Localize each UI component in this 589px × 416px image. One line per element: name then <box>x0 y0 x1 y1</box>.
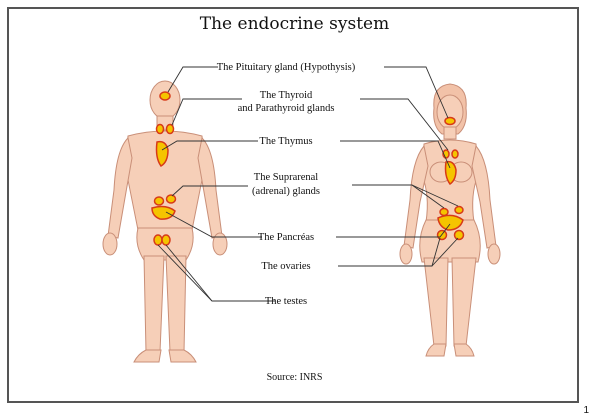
male-left-leg <box>144 256 164 352</box>
female-thyroid-right <box>452 150 458 158</box>
female-right-hand <box>488 244 500 264</box>
label-pituitary-gland: The Pituitary gland (Hypothysis) <box>170 61 402 74</box>
female-adrenal-right <box>455 207 463 214</box>
label-thyroid-line1: The Thyroid <box>170 89 402 102</box>
male-right-foot <box>169 350 196 362</box>
female-pituitary-gland <box>445 118 455 125</box>
female-neck <box>444 127 456 139</box>
female-left-foot <box>426 344 446 356</box>
label-thyroid-line2: and Parathyroid glands <box>170 102 402 115</box>
male-testis-left <box>154 235 162 245</box>
female-right-foot <box>454 344 474 356</box>
male-left-foot <box>134 350 161 362</box>
page-number: 1 <box>583 405 589 416</box>
diagram-title: The endocrine system <box>0 14 589 34</box>
male-thyroid-right <box>167 125 174 134</box>
male-pancreas <box>152 207 175 220</box>
female-ovary-right <box>455 231 464 240</box>
source-caption: Source: INRS <box>0 372 589 383</box>
label-ovaries: The ovaries <box>170 260 402 273</box>
female-right-leg <box>452 258 476 346</box>
label-suprarenal-line2: (adrenal) glands <box>170 185 402 198</box>
label-thymus: The Thymus <box>170 135 402 148</box>
female-left-leg <box>424 258 448 346</box>
male-figure <box>103 81 227 362</box>
male-thyroid-left <box>157 125 164 134</box>
male-left-hand <box>103 233 117 255</box>
label-pancreas: The Pancréas <box>170 231 402 244</box>
male-pituitary-gland <box>160 92 170 100</box>
label-testes: The testes <box>170 295 402 308</box>
label-suprarenal-line1: The Suprarenal <box>170 171 402 184</box>
male-testis-right <box>162 235 170 245</box>
female-adrenal-left <box>440 209 448 216</box>
male-adrenal-left <box>155 197 164 205</box>
male-left-arm <box>108 138 132 238</box>
